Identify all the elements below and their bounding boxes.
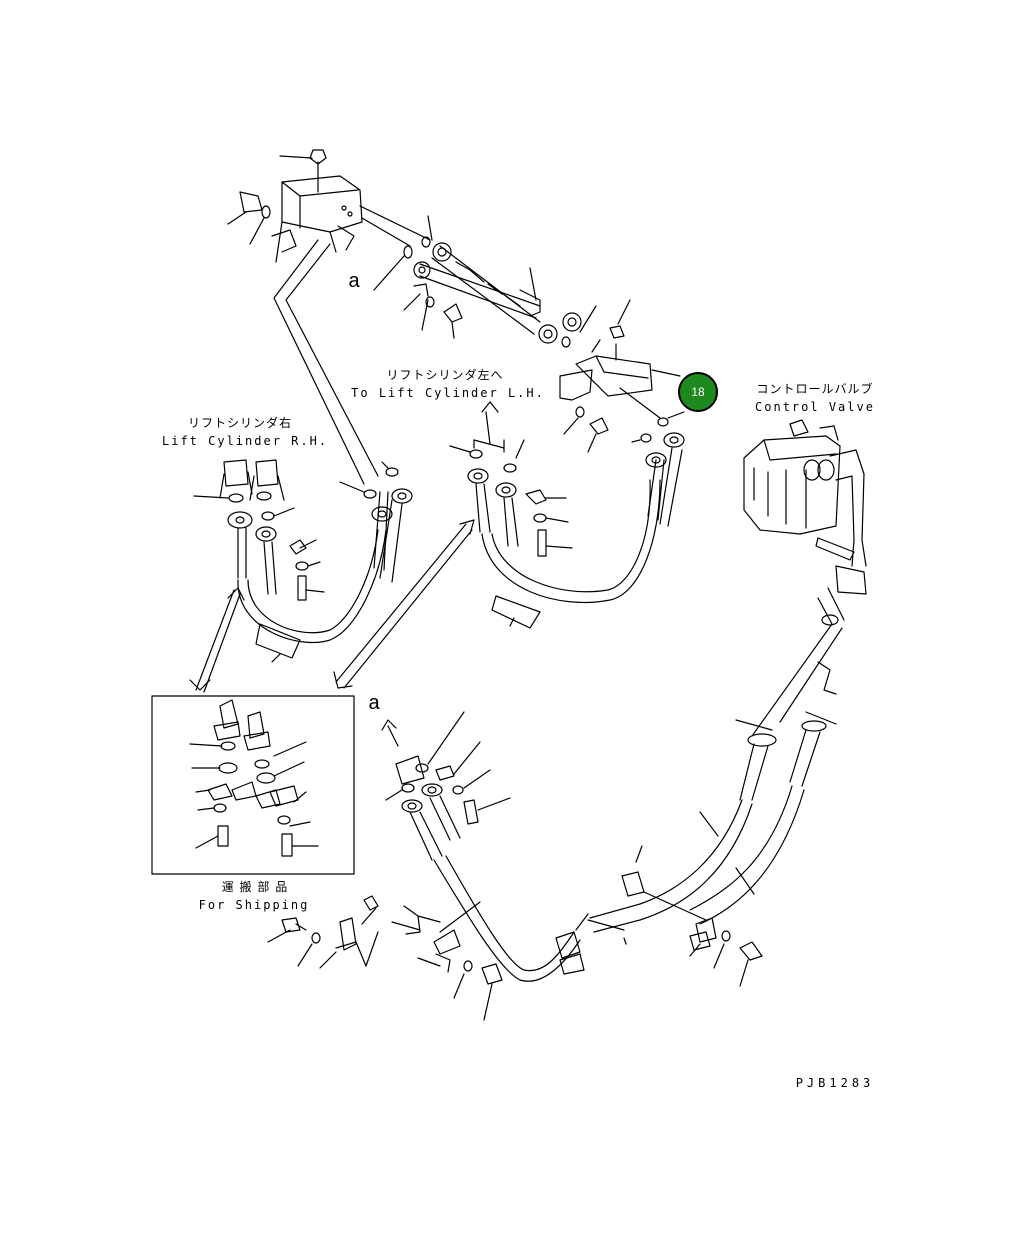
label-lift-rh-jp: リフトシリンダ右 <box>187 416 292 430</box>
label-lift-rh-en: Lift Cylinder R.H. <box>162 434 329 448</box>
pipes-long <box>589 623 843 945</box>
control-valve <box>743 419 867 626</box>
manifold-block-right <box>559 299 685 453</box>
pipes-upper <box>359 205 582 344</box>
hose-assembly-rh <box>193 459 413 663</box>
label-view-a-top: a <box>348 270 360 292</box>
label-drawing-code: PJB1283 <box>795 1076 875 1090</box>
callout-number: 18 <box>691 385 705 399</box>
label-view-a-bottom: a <box>368 692 380 714</box>
label-lift-lh-en: To Lift Cylinder L.H. <box>351 386 545 400</box>
label-shipping-en: For Shipping <box>198 898 310 912</box>
callout-18[interactable]: 18 <box>678 372 718 412</box>
label-lift-lh-jp: リフトシリンダ左へ <box>386 368 504 382</box>
label-shipping-jp: 運 搬 部 品 <box>221 880 289 894</box>
label-control-valve-en: Control Valve <box>755 400 875 414</box>
lower-assembly <box>267 711 763 1021</box>
label-control-valve-jp: コントロールバルブ <box>756 382 874 396</box>
hose-assembly-lh <box>449 401 685 629</box>
guide-band-left <box>273 239 379 485</box>
shipping-box <box>151 695 355 875</box>
manifold-block-top <box>227 149 363 263</box>
guide-arrows <box>189 519 475 693</box>
